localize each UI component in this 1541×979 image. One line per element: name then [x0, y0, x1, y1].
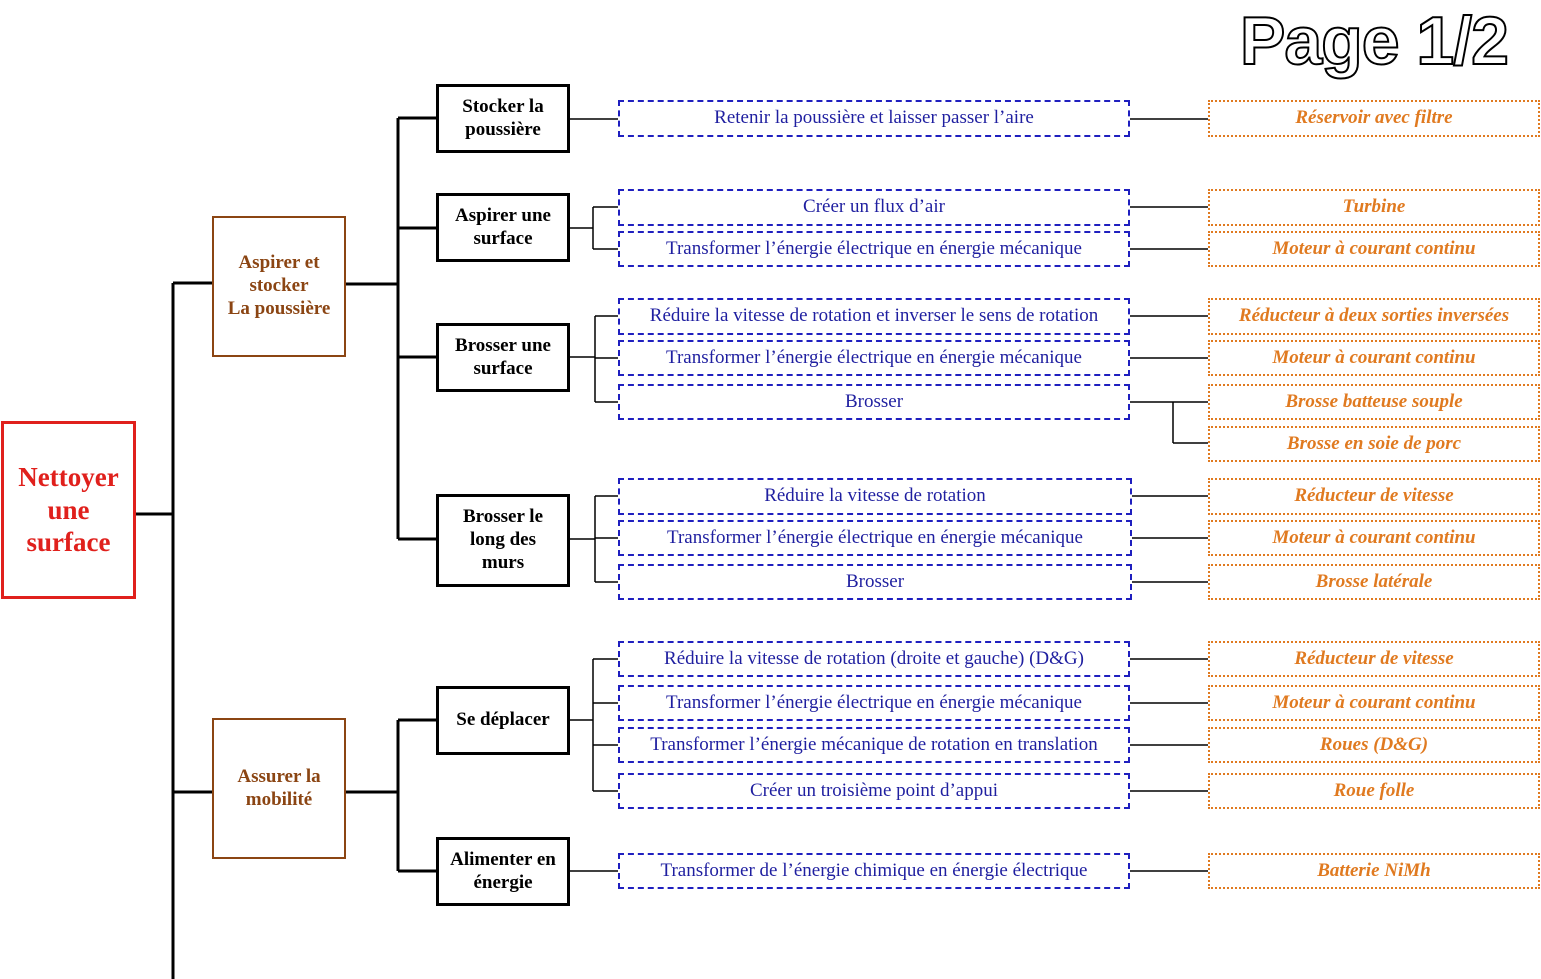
solution-box: Roues (D&G)	[1208, 727, 1540, 763]
level2-box-stocker: Stocker la poussière	[436, 84, 570, 153]
level2-box-se-deplacer: Se déplacer	[436, 686, 570, 755]
function-box: Transformer l’énergie électrique en éner…	[618, 340, 1130, 376]
function-box: Transformer de l’énergie chimique en éne…	[618, 853, 1130, 889]
solution-box: Moteur à courant continu	[1208, 520, 1540, 556]
function-box: Brosser	[618, 564, 1132, 600]
solution-box: Réducteur de vitesse	[1208, 478, 1540, 515]
solution-box: Roue folle	[1208, 773, 1540, 809]
level2-box-aspirer: Aspirer une surface	[436, 193, 570, 262]
solution-box: Réducteur de vitesse	[1208, 641, 1540, 677]
function-box: Réduire la vitesse de rotation (droite e…	[618, 641, 1130, 677]
function-box: Transformer l’énergie électrique en éner…	[618, 231, 1130, 267]
function-box: Transformer l’énergie électrique en éner…	[618, 685, 1130, 721]
page-label: Page 1/2	[1239, 2, 1510, 80]
solution-box: Moteur à courant continu	[1208, 685, 1540, 721]
function-box: Réduire la vitesse de rotation	[618, 478, 1132, 515]
solution-box: Réducteur à deux sorties inversées	[1208, 298, 1540, 335]
solution-box: Brosse en soie de porc	[1208, 426, 1540, 462]
root-function-box: Nettoyer une surface	[1, 421, 136, 599]
function-box: Brosser	[618, 384, 1130, 420]
function-box: Transformer l’énergie électrique en éner…	[618, 520, 1132, 556]
solution-box: Brosse latérale	[1208, 564, 1540, 600]
function-box: Créer un troisième point d’appui	[618, 773, 1130, 809]
function-box: Transformer l’énergie mécanique de rotat…	[618, 727, 1130, 763]
function-box: Réduire la vitesse de rotation et invers…	[618, 298, 1130, 335]
level1-box-aspirer-stocker: Aspirer et stocker La poussière	[212, 216, 346, 357]
level2-box-alimenter: Alimenter en énergie	[436, 837, 570, 906]
solution-box: Moteur à courant continu	[1208, 340, 1540, 376]
level2-box-brosser-murs: Brosser le long des murs	[436, 494, 570, 587]
level1-box-assurer-mobilite: Assurer la mobilité	[212, 718, 346, 859]
solution-box: Brosse batteuse souple	[1208, 384, 1540, 420]
solution-box: Turbine	[1208, 189, 1540, 226]
solution-box: Moteur à courant continu	[1208, 231, 1540, 267]
solution-box: Batterie NiMh	[1208, 853, 1540, 889]
solution-box: Réservoir avec filtre	[1208, 100, 1540, 137]
function-box: Retenir la poussière et laisser passer l…	[618, 100, 1130, 137]
level2-box-brosser-surface: Brosser une surface	[436, 323, 570, 392]
function-box: Créer un flux d’air	[618, 189, 1130, 226]
